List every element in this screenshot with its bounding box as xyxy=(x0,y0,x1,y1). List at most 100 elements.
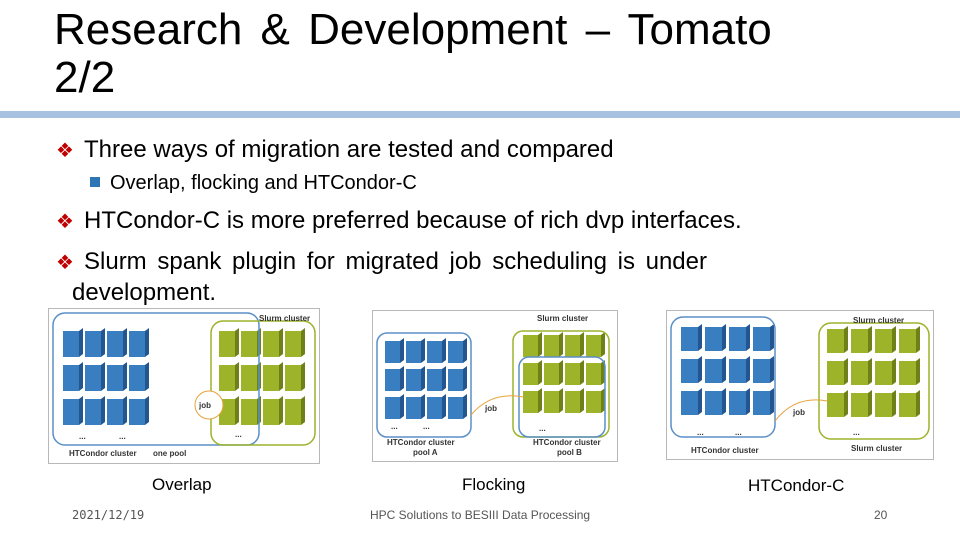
node-cube-side xyxy=(916,390,920,417)
node-cube-side xyxy=(400,394,404,419)
page-number: 20 xyxy=(874,508,888,522)
node-cube xyxy=(219,365,235,391)
node-cube-side xyxy=(101,328,105,357)
node-cube xyxy=(544,391,559,413)
flocking-diagram: Slurm cluster job ... ... ... HTCondor c… xyxy=(376,314,610,457)
node-cube xyxy=(544,363,559,385)
node-cube-side xyxy=(123,362,127,391)
node-cube-side xyxy=(559,360,563,385)
node-cube xyxy=(406,397,421,419)
node-cube-side xyxy=(301,362,305,391)
node-cube-side xyxy=(538,332,542,357)
node-cube xyxy=(753,327,770,351)
htcondor-node-grid xyxy=(63,328,149,425)
job-label: job xyxy=(792,408,805,417)
node-cube-side xyxy=(844,326,848,353)
htcondor-pool-a-grid xyxy=(385,338,467,419)
node-cube xyxy=(107,365,123,391)
node-cube xyxy=(827,329,844,353)
node-cube-side xyxy=(235,396,239,425)
ellipsis-green: ... xyxy=(235,430,242,439)
node-cube-side xyxy=(868,326,872,353)
square-bullet-icon xyxy=(90,177,100,187)
node-cube xyxy=(385,369,400,391)
node-cube xyxy=(565,391,580,413)
node-cube-side xyxy=(145,328,149,357)
node-cube-side xyxy=(463,394,467,419)
node-cube xyxy=(448,369,463,391)
node-cube xyxy=(729,327,746,351)
node-cube-side xyxy=(601,332,605,357)
node-cube xyxy=(285,365,301,391)
slurm-cluster-bottom-label: Slurm cluster xyxy=(851,444,902,453)
job-label: job xyxy=(484,404,497,413)
node-cube-side xyxy=(79,362,83,391)
node-cube-side xyxy=(892,358,896,385)
node-cube-side xyxy=(746,388,750,415)
one-pool-label: one pool xyxy=(153,449,186,458)
node-cube xyxy=(899,361,916,385)
node-cube-side xyxy=(770,324,774,351)
node-cube-side xyxy=(279,362,283,391)
node-cube xyxy=(85,331,101,357)
node-cube-side xyxy=(892,390,896,417)
node-cube-side xyxy=(844,390,848,417)
node-cube-side xyxy=(868,358,872,385)
node-cube xyxy=(448,341,463,363)
node-cube xyxy=(385,341,400,363)
node-cube-side xyxy=(601,388,605,413)
ellipsis-right: ... xyxy=(423,422,430,431)
node-cube-side xyxy=(301,328,305,357)
figure-overlap: Slurm cluster job ... ... ... HTCondor c… xyxy=(48,308,320,464)
htcondor-cluster-boundary xyxy=(670,316,776,438)
node-cube xyxy=(406,369,421,391)
node-cube xyxy=(544,335,559,357)
node-cube xyxy=(241,399,257,425)
slide-title-line2: 2/2 xyxy=(54,53,116,102)
bullet-2: ❖HTCondor-C is more preferred because of… xyxy=(56,207,742,235)
node-cube-side xyxy=(279,328,283,357)
ellipsis-green: ... xyxy=(853,428,860,437)
node-cube xyxy=(523,391,538,413)
node-cube-side xyxy=(145,362,149,391)
slide-title: Research & Development – Tomato 2/2 xyxy=(54,6,934,102)
node-cube xyxy=(129,331,145,357)
bullet-2-text: HTCondor-C is more preferred because of … xyxy=(84,207,742,234)
node-cube-side xyxy=(746,324,750,351)
node-cube xyxy=(85,399,101,425)
node-cube-side xyxy=(892,326,896,353)
ellipsis-right: ... xyxy=(119,432,126,441)
node-cube xyxy=(851,361,868,385)
node-cube xyxy=(753,391,770,415)
job-arrow xyxy=(774,399,828,422)
node-cube xyxy=(586,363,601,385)
node-cube-side xyxy=(400,338,404,363)
node-cube xyxy=(681,327,698,351)
node-cube xyxy=(63,331,79,357)
node-cube-side xyxy=(400,366,404,391)
node-cube xyxy=(263,365,279,391)
node-cube xyxy=(875,393,892,417)
node-cube xyxy=(285,331,301,357)
node-cube-side xyxy=(421,366,425,391)
sub-bullet-1-text: Overlap, flocking and HTCondor-C xyxy=(110,172,417,194)
node-cube-side xyxy=(580,360,584,385)
node-cube-side xyxy=(123,396,127,425)
node-cube xyxy=(107,399,123,425)
htcondor-cluster-label: HTCondor cluster xyxy=(691,446,759,455)
slide-title-line1: Research & Development – Tomato xyxy=(54,5,772,54)
node-cube xyxy=(565,363,580,385)
node-cube-side xyxy=(868,390,872,417)
footer-date: 2021/12/19 xyxy=(72,508,145,522)
slurm-cluster-boundary xyxy=(818,322,930,440)
node-cube-side xyxy=(916,358,920,385)
node-cube xyxy=(705,359,722,383)
node-cube-side xyxy=(844,358,848,385)
caption-overlap: Overlap xyxy=(152,475,212,494)
node-cube xyxy=(827,393,844,417)
node-cube-side xyxy=(722,356,726,383)
ellipsis-right: ... xyxy=(735,428,742,437)
node-cube xyxy=(241,331,257,357)
htcondor-pool-boundary xyxy=(52,312,260,446)
htcondor-cluster-label: HTCondor cluster xyxy=(69,449,137,458)
